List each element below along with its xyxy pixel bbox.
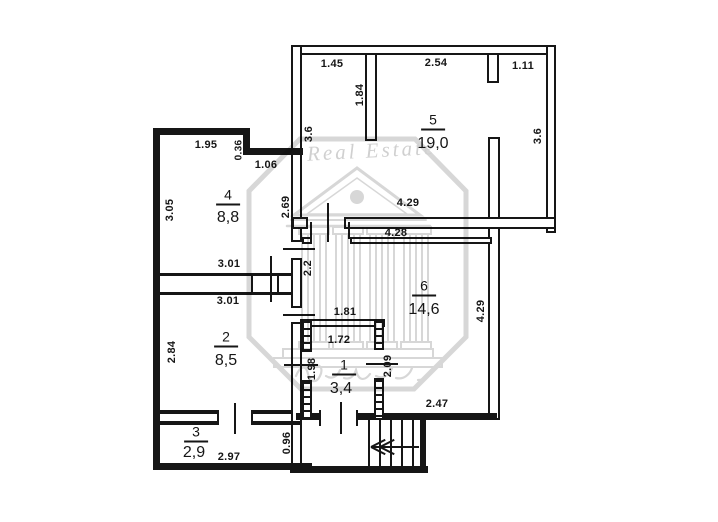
wall-room6-top-b — [350, 237, 492, 244]
wall-left-outer — [153, 128, 160, 470]
door-box-42-right — [277, 273, 279, 295]
dim-r4-bottom: 3.01 — [217, 258, 241, 270]
room3-number: 3 — [184, 424, 208, 443]
wall-partition-184 — [365, 53, 377, 141]
wall-stub-111 — [487, 53, 499, 83]
room4-number: 4 — [216, 187, 240, 206]
wall-divider-upper — [291, 45, 302, 242]
door-box-23-right — [251, 410, 253, 425]
wall-room2-bottom-a — [160, 410, 217, 414]
wall-room3-top-b — [252, 421, 302, 425]
wall-room2-bottom-b — [252, 410, 293, 414]
wall-top-right-outer — [546, 45, 556, 233]
dim-r4-top: 1.95 — [194, 139, 218, 151]
room4-area: 8,8 — [216, 209, 240, 226]
dim-r3-right: 0.96 — [281, 431, 293, 455]
room3-area: 2,9 — [182, 444, 206, 461]
dim-r3-bottom: 2.97 — [217, 451, 241, 463]
wall-top-outer — [292, 45, 556, 55]
dim-r5-left: 3.6 — [303, 125, 315, 143]
door-jamb — [348, 222, 350, 239]
room2-number: 2 — [214, 329, 238, 348]
dim-r4-left: 3.05 — [164, 198, 176, 222]
dim-r4-right: 2.69 — [280, 195, 292, 219]
wall-room5-bottom-b — [344, 217, 556, 229]
room6-number: 6 — [412, 278, 436, 297]
pediment-circle — [350, 190, 364, 204]
room1-number: 1 — [332, 357, 356, 376]
wall-left-top-b — [243, 148, 303, 155]
dim-r1-top: 1.72 — [327, 334, 351, 346]
dim-r5-top-mid: 2.54 — [424, 57, 448, 69]
wall-room5-bottom-a — [292, 217, 308, 229]
dim-r5-top-right: 1.11 — [511, 60, 535, 72]
wall-room4-bottom — [160, 273, 293, 276]
stair-direction-arrow — [372, 446, 419, 448]
door-mark-room2-room3 — [234, 403, 236, 434]
room2-area: 8,5 — [214, 352, 238, 369]
dim-r2-left: 2.84 — [166, 340, 178, 364]
stair-tread — [412, 420, 414, 466]
dim-wall-between: 4.28 — [384, 227, 408, 239]
door-jamb — [319, 410, 321, 426]
wall-left-bottom — [153, 463, 312, 470]
room1-area: 3,4 — [329, 380, 353, 397]
wall-room1-top — [300, 319, 385, 327]
door-mark-room2-room6 — [283, 314, 315, 316]
dim-r6-right: 4.29 — [475, 299, 487, 323]
dim-r1-right: 2.09 — [382, 354, 394, 378]
dim-r1-left: 1.98 — [306, 357, 318, 381]
wall-room2-top — [160, 292, 293, 295]
wall-room3-top-a — [160, 421, 217, 425]
stair-tread — [390, 420, 392, 466]
dim-r4-top-right: 1.06 — [254, 159, 278, 171]
wall-stair-right — [420, 420, 426, 473]
wall-bottom-mid-b — [358, 413, 497, 420]
stair-tread — [368, 420, 370, 466]
wall-right-long — [488, 137, 500, 420]
door-box-23-left — [217, 410, 219, 425]
dim-r5-partition: 1.84 — [354, 83, 366, 107]
room6-area: 14,6 — [408, 301, 440, 318]
door-jamb — [310, 222, 312, 239]
dim-r2-top: 3.01 — [216, 295, 240, 307]
room5-number: 5 — [421, 112, 445, 131]
dim-corridor: 2.2 — [302, 259, 314, 277]
wall-stair-bottom — [290, 466, 428, 473]
dim-r5-top-left: 1.45 — [320, 58, 344, 70]
dim-r6-bottom: 2.47 — [425, 398, 449, 410]
dim-r5-right: 3.6 — [532, 127, 544, 145]
wall-room1-right-b — [374, 378, 384, 420]
dim-r6-top-left: 1.81 — [333, 306, 357, 318]
wall-room1-left-a — [302, 319, 312, 352]
wall-room1-right-a — [374, 319, 384, 350]
door-jamb — [356, 410, 358, 426]
stair-tread — [401, 420, 403, 466]
wall-left-top-a — [153, 128, 250, 135]
door-mark-room5 — [327, 203, 329, 242]
wall-room1-left-b — [302, 380, 312, 420]
dim-r5-bottom: 4.29 — [396, 197, 420, 209]
wall-divider-mid — [291, 258, 302, 308]
door-mark-room4-room6 — [283, 248, 315, 250]
room5-area: 19,0 — [417, 135, 449, 152]
door-box-42-left — [251, 273, 253, 295]
dim-r4-step: 0.36 — [233, 139, 245, 161]
door-mark-room4-room2 — [270, 256, 272, 302]
door-mark-stairs — [340, 402, 342, 434]
watermark-border — [246, 136, 469, 392]
